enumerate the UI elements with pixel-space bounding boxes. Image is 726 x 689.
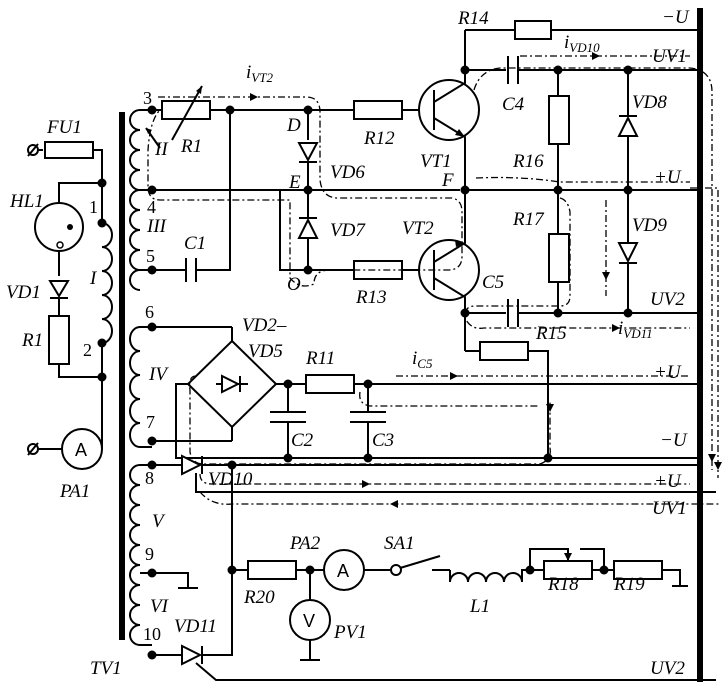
ammeter-pa2-symbol: A <box>337 561 349 581</box>
pin-3: 3 <box>143 88 152 108</box>
label-winding-i: I <box>89 268 98 289</box>
label-sa1: SA1 <box>384 533 415 554</box>
diode-vd7 <box>297 217 319 239</box>
label-vd6: VD6 <box>330 162 365 183</box>
resistor-r17 <box>548 233 570 283</box>
power-supply-section: VD2– VD5 R11 C2 C3 +U −U <box>152 315 700 463</box>
label-uv2-bot: UV2 <box>650 658 685 679</box>
label-node-f: F <box>441 170 454 191</box>
label-i-vd11: iVD11 <box>618 318 653 341</box>
label-uv1-top: UV1 <box>652 46 687 67</box>
switch-sa1-blade <box>399 555 441 569</box>
label-pa1: PA1 <box>59 481 90 502</box>
pin-8: 8 <box>145 468 154 488</box>
label-plus-u-3: +U <box>654 471 682 492</box>
diode-vd6 <box>297 142 319 163</box>
label-r15: R15 <box>535 323 567 344</box>
label-r1-left: R1 <box>21 330 43 351</box>
pin-7: 7 <box>146 412 155 432</box>
label-r16: R16 <box>512 151 544 172</box>
label-r17: R17 <box>512 209 545 230</box>
resistor-r20 <box>247 560 297 580</box>
ammeter-pa1-symbol: A <box>75 440 87 460</box>
pin-4: 4 <box>147 197 156 217</box>
label-r12: R12 <box>363 128 395 149</box>
label-node-d: D <box>286 115 301 136</box>
resistor-r1-left <box>48 315 70 365</box>
label-winding-vi: VI <box>150 596 170 617</box>
output-section: VD10 VD11 PA2 A V PV1 R20 SA1 L1 R18 R19… <box>152 454 716 681</box>
voltmeter-pv1-symbol: V <box>303 611 315 631</box>
fuse-fu1 <box>44 141 94 159</box>
label-pv1: PV1 <box>333 622 367 643</box>
pin-5: 5 <box>146 246 155 266</box>
label-vt2: VT2 <box>402 218 434 239</box>
resistor-r12 <box>353 100 403 120</box>
pin-10: 10 <box>143 624 161 644</box>
label-winding-v: V <box>152 511 166 532</box>
label-i-vt2: iVT2 <box>246 62 273 85</box>
label-r1-top: R1 <box>180 136 202 157</box>
label-c2: C2 <box>291 430 314 451</box>
diode-vd10 <box>181 454 203 476</box>
label-vd8: VD8 <box>632 92 667 113</box>
label-i-vd10: iVD10 <box>564 32 600 55</box>
label-r18: R18 <box>547 574 579 595</box>
label-vd11: VD11 <box>174 616 217 637</box>
label-pa2: PA2 <box>289 533 321 554</box>
label-c5: C5 <box>482 272 504 293</box>
resistor-r11 <box>305 374 355 394</box>
label-c4: C4 <box>502 94 525 115</box>
label-plus-u-1: +U <box>654 167 682 188</box>
label-uv1-bot: UV1 <box>652 498 687 519</box>
label-vt1: VT1 <box>420 151 452 172</box>
label-vd9: VD9 <box>632 215 667 236</box>
generator-section: R1 C1 D E O VD6 VD7 R12 R13 VT1 VT2 F R1… <box>152 7 700 458</box>
resistor-r15 <box>479 341 529 361</box>
transistor-vt1 <box>418 79 480 141</box>
label-l1: L1 <box>469 596 490 617</box>
label-vd5: VD5 <box>248 341 283 362</box>
label-tv1: TV1 <box>90 658 122 679</box>
inductor-l1 <box>449 572 523 583</box>
label-vd10: VD10 <box>208 469 253 490</box>
label-r19: R19 <box>613 574 645 595</box>
label-r20: R20 <box>243 587 275 608</box>
label-node-e: E <box>288 172 301 193</box>
label-winding-iv: IV <box>148 364 169 385</box>
pin-1: 1 <box>89 197 98 217</box>
label-vd2: VD2– <box>242 315 287 336</box>
current-flow-paths: iVT2 iVD10 iVD11 iC5 <box>147 32 722 508</box>
label-minus-u-top: −U <box>662 7 690 28</box>
diode-vd9 <box>617 242 639 264</box>
winding-i <box>101 222 113 344</box>
label-plus-u-2: +U <box>654 362 682 383</box>
label-r14: R14 <box>457 8 489 29</box>
label-r11: R11 <box>305 348 335 369</box>
label-c1: C1 <box>184 233 206 254</box>
label-fu1: FU1 <box>46 117 82 138</box>
pin-2: 2 <box>83 340 92 360</box>
label-minus-u-2: −U <box>660 430 688 451</box>
pin-9: 9 <box>145 544 154 564</box>
transformer-tv1: 3 4 5 6 7 8 9 10 II III IV V VI TV1 <box>90 88 170 679</box>
resistor-r14 <box>514 20 552 40</box>
switch-sa1-contact <box>390 564 402 576</box>
label-winding-iii: III <box>146 216 168 237</box>
label-vd1: VD1 <box>6 282 41 303</box>
diode-vd1 <box>48 280 70 298</box>
label-hl1: HL1 <box>9 191 44 212</box>
diode-vd8 <box>617 115 639 137</box>
label-uv2-mid: UV2 <box>650 289 685 310</box>
diode-vd11 <box>181 644 203 666</box>
label-r13: R13 <box>355 287 387 308</box>
resistor-r16 <box>548 95 570 145</box>
label-vd7: VD7 <box>330 220 366 241</box>
label-c3: C3 <box>372 430 394 451</box>
label-i-c5: iC5 <box>412 348 433 371</box>
mains-circuit: FU1 HL1 VD1 R1 I 1 2 A PA1 <box>6 117 113 502</box>
label-winding-ii: II <box>154 139 169 160</box>
pin-6: 6 <box>145 302 154 322</box>
